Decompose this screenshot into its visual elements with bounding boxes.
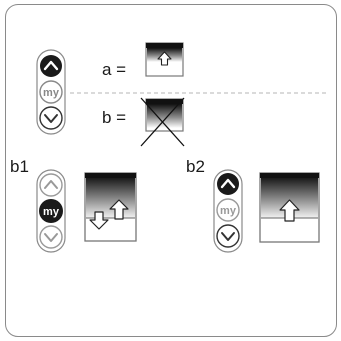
down-button[interactable] bbox=[216, 224, 240, 248]
my-button-label: my bbox=[220, 205, 237, 217]
down-arrow-icon bbox=[89, 211, 109, 230]
my-button-active[interactable]: my bbox=[39, 199, 63, 223]
chevron-up-icon bbox=[43, 60, 59, 71]
chevron-down-icon bbox=[44, 114, 58, 123]
my-button-label: my bbox=[43, 87, 60, 99]
cross-line bbox=[140, 97, 185, 147]
label-b2: b2 bbox=[186, 157, 205, 176]
shutter-b-icon bbox=[140, 97, 185, 147]
label-a: a = bbox=[102, 60, 127, 79]
shutter-b2-icon bbox=[259, 172, 320, 243]
chevron-up-icon bbox=[44, 180, 58, 189]
label-b: b = bbox=[102, 108, 127, 127]
shutter-b1-icon bbox=[84, 172, 137, 242]
up-button-active[interactable] bbox=[217, 173, 239, 195]
up-arrow-icon bbox=[157, 51, 172, 66]
up-button-active[interactable] bbox=[40, 55, 62, 77]
up-arrow-icon bbox=[109, 199, 129, 220]
remote-control-b2: my bbox=[213, 169, 243, 253]
my-button-label: my bbox=[43, 206, 60, 218]
my-button[interactable]: my bbox=[39, 80, 63, 104]
chevron-down-icon bbox=[221, 232, 235, 241]
shutter-a-icon bbox=[145, 42, 184, 77]
remote-control-top: my bbox=[36, 49, 66, 135]
remote-control-b1: my bbox=[36, 169, 66, 253]
up-button[interactable] bbox=[39, 173, 63, 197]
label-b1: b1 bbox=[10, 157, 29, 176]
chevron-up-icon bbox=[220, 178, 236, 189]
my-button[interactable]: my bbox=[216, 198, 240, 222]
down-button[interactable] bbox=[39, 106, 63, 130]
up-arrow-icon bbox=[279, 199, 300, 222]
chevron-down-icon bbox=[44, 233, 58, 242]
down-button[interactable] bbox=[39, 225, 63, 249]
